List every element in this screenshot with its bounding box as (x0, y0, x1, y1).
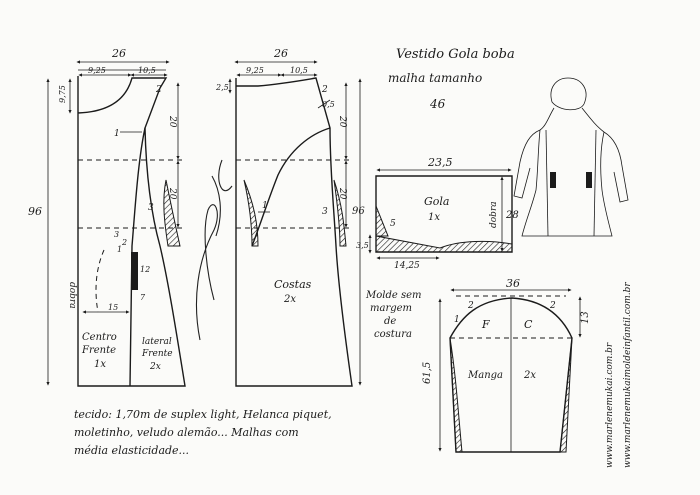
back-mark-3: 3 (322, 207, 328, 217)
front-width-label: 26 (111, 47, 126, 60)
pocket-1-label: 1 (117, 245, 122, 254)
back-neck-drop-label: 2,5 (215, 83, 229, 92)
collar-qty: 1x (428, 212, 440, 223)
designer-signature (195, 159, 233, 341)
side-front-qty: 2x (149, 362, 161, 372)
pocket-7-label: 7 (140, 293, 146, 302)
pocket-2-label: 2 (121, 238, 127, 247)
pocket-15-label: 15 (108, 303, 118, 312)
sleeve-label: Manga (467, 370, 503, 381)
collar-bottom-label: 14,25 (394, 261, 420, 271)
pattern-title: Vestido Gola boba malha tamanho 46 (388, 47, 515, 111)
note-line-4: costura (374, 329, 412, 340)
sleeve-mark-2a: 2 (467, 301, 474, 311)
back-curve-label: 0,5 (322, 100, 335, 109)
front-mark-1: 1 (114, 129, 120, 139)
front-length-label: 96 (28, 205, 42, 218)
fabric-line-2: moletinho, veludo alemão... Malhas com (74, 426, 299, 439)
sleeve-piece (438, 288, 582, 453)
note-line-2: margem (370, 303, 412, 314)
sleeve-width-label: 36 (506, 277, 520, 290)
title-line-2: malha tamanho (388, 71, 482, 85)
back-side-20a-label: 20 (337, 115, 347, 128)
collar-height-label: 28 (505, 210, 519, 221)
fabric-line-3: média elasticidade... (74, 444, 189, 457)
collar-width-label: 23,5 (427, 156, 453, 169)
collar-mark-5: 5 (390, 219, 396, 229)
back-neck-label: 9,25 (246, 66, 264, 75)
sleeve-qty: 2x (523, 370, 536, 381)
pocket-3-label: 3 (114, 230, 119, 239)
back-side-20b-label: 20 (337, 187, 347, 200)
back-length-label: 96 (352, 206, 365, 217)
center-front-label-2: Frente (81, 345, 116, 356)
website-watermark: www.marlenemukai.com.br www.marlenemukai… (605, 282, 633, 468)
front-side-20a-label: 20 (167, 115, 177, 128)
back-qty: 2x (283, 294, 296, 305)
front-neck-label: 9,25 (88, 66, 106, 75)
front-side-20b-label: 20 (167, 187, 177, 200)
sleeve-mark-2b: 2 (549, 301, 556, 311)
title-line-1: Vestido Gola boba (396, 47, 515, 62)
back-mark-1: 1 (262, 201, 268, 211)
front-piece (46, 60, 186, 387)
front-shoulder-drop-label: 2 (155, 85, 162, 95)
front-shoulder-label: 10,5 (138, 66, 156, 75)
front-labels: 26 9,25 10,5 9,75 2 96 20 20 1 3 3 2 1 1… (28, 47, 177, 372)
back-labels: 26 9,25 10,5 2,5 2 0,5 20 20 96 1 3 Cost… (215, 47, 365, 305)
collar-left-height: 3,5 (356, 241, 369, 250)
back-label: Costas (274, 278, 312, 291)
dress-sketch (513, 77, 629, 237)
collar-labels: 23,5 Gola 1x dobra 28 5 3,5 14,25 (356, 156, 519, 271)
sleeve-mark-1: 1 (454, 315, 460, 325)
fabric-note: tecido: 1,70m de suplex light, Helanca p… (74, 408, 332, 457)
collar-piece (368, 168, 513, 260)
pocket-12-label: 12 (140, 265, 150, 274)
front-mark-3: 3 (148, 203, 154, 213)
sleeve-cap-label: 13 (580, 311, 591, 324)
side-front-label-2: Frente (141, 349, 173, 359)
back-shoulder-label: 10,5 (290, 66, 308, 75)
center-front-qty: 1x (94, 359, 106, 370)
sleeve-f-label: F (481, 318, 490, 331)
back-width-label: 26 (273, 47, 288, 60)
collar-fold-label: dobra (489, 201, 499, 228)
watermark-line-2: www.marlenemukaimoldeinfantil.com.br (623, 282, 633, 468)
note-line-3: de (384, 316, 396, 327)
center-front-label: Centro (82, 332, 117, 343)
fabric-line-1: tecido: 1,70m de suplex light, Helanca p… (74, 408, 332, 421)
side-front-label: lateral (142, 337, 172, 347)
sleeve-c-label: C (524, 318, 533, 331)
title-size: 46 (429, 97, 446, 111)
back-piece (228, 60, 362, 387)
sleeve-length-label: 61,5 (422, 362, 433, 384)
front-neck-drop-label: 9,75 (58, 85, 67, 103)
seam-allowance-note: Molde sem margem de costura (365, 290, 422, 340)
watermark-line-1: www.marlenemukai.com.br (605, 342, 615, 468)
collar-label: Gola (424, 195, 450, 208)
note-line-1: Molde sem (365, 290, 422, 301)
back-shoulder-drop-label: 2 (321, 85, 328, 95)
sleeve-labels: 36 2 2 1 13 61,5 F C Manga 2x (422, 277, 591, 384)
front-fold-label: dobra (67, 282, 77, 309)
